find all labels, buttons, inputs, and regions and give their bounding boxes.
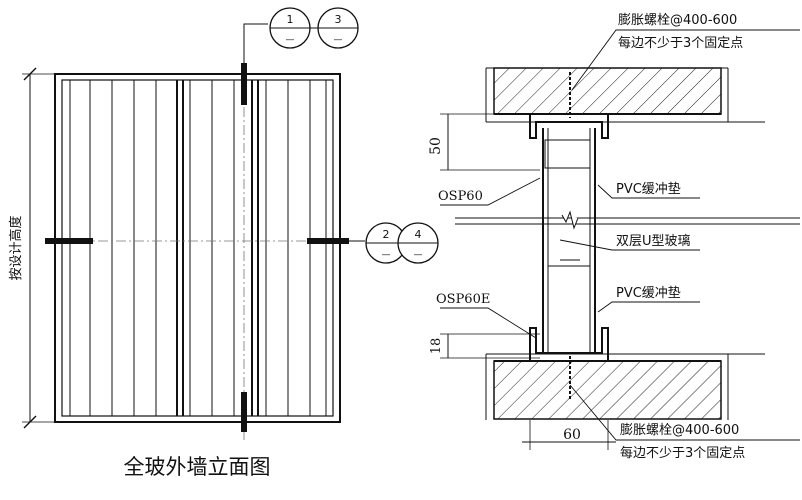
- dimension-60: 60: [522, 420, 616, 450]
- dimension-18: 18: [429, 333, 540, 359]
- pad-top-label: PVC缓冲垫: [616, 181, 681, 197]
- elevation-drawing: 1 3 — — 2 4 — — 按设计高度 全玻外墙立面图: [8, 7, 439, 479]
- dim-18-label: 18: [429, 338, 444, 355]
- bolt-top-label-2: 每边不少于3个固定点: [618, 35, 743, 51]
- double-u-glass: [542, 128, 596, 352]
- profile-channel-top: [529, 114, 609, 169]
- dimension-50: 50: [428, 113, 540, 171]
- profile-channel-bottom: [529, 327, 609, 361]
- dim-60-label: 60: [563, 427, 581, 443]
- bolt-bottom-label-2: 每边不少于3个固定点: [620, 445, 745, 461]
- callout-top-left-sheet: —: [286, 35, 295, 45]
- height-label: 按设计高度: [8, 215, 24, 280]
- concrete-slab-top: [485, 67, 765, 123]
- leader-lines: [440, 29, 800, 441]
- callout-mid-left-sheet: —: [382, 250, 391, 260]
- callout-mid-left-number: 2: [383, 228, 390, 241]
- callout-mid: 2 4 — —: [365, 222, 439, 264]
- elevation-title: 全玻外墙立面图: [124, 455, 271, 479]
- break-line: [455, 210, 800, 230]
- callout-top-left-number: 1: [287, 13, 294, 26]
- glass-label: 双层U型玻璃: [616, 234, 691, 249]
- callout-top-right-sheet: —: [334, 35, 343, 45]
- profile-top-label: OSP60: [438, 189, 483, 204]
- section-drawing: 50 18 60 膨胀螺栓@400-600 每边不少于3个固定点 膨胀螺栓@: [428, 13, 800, 461]
- concrete-slab-bottom: [485, 353, 765, 420]
- callout-mid-right-sheet: —: [414, 250, 423, 260]
- height-dimension: 按设计高度: [8, 67, 55, 429]
- bolt-bottom-label-1: 膨胀螺栓@400-600: [620, 423, 739, 438]
- dim-50-label: 50: [428, 137, 444, 155]
- callout-top-right-number: 3: [335, 13, 342, 26]
- callout-top: 1 3 — —: [269, 7, 359, 49]
- callout-mid-right-number: 4: [415, 228, 422, 241]
- profile-bottom-label: OSP60E: [436, 292, 490, 307]
- glass-panel-lines: [69, 80, 327, 416]
- bolt-top-label-1: 膨胀螺栓@400-600: [618, 13, 737, 28]
- pad-bottom-label: PVC缓冲垫: [616, 285, 681, 301]
